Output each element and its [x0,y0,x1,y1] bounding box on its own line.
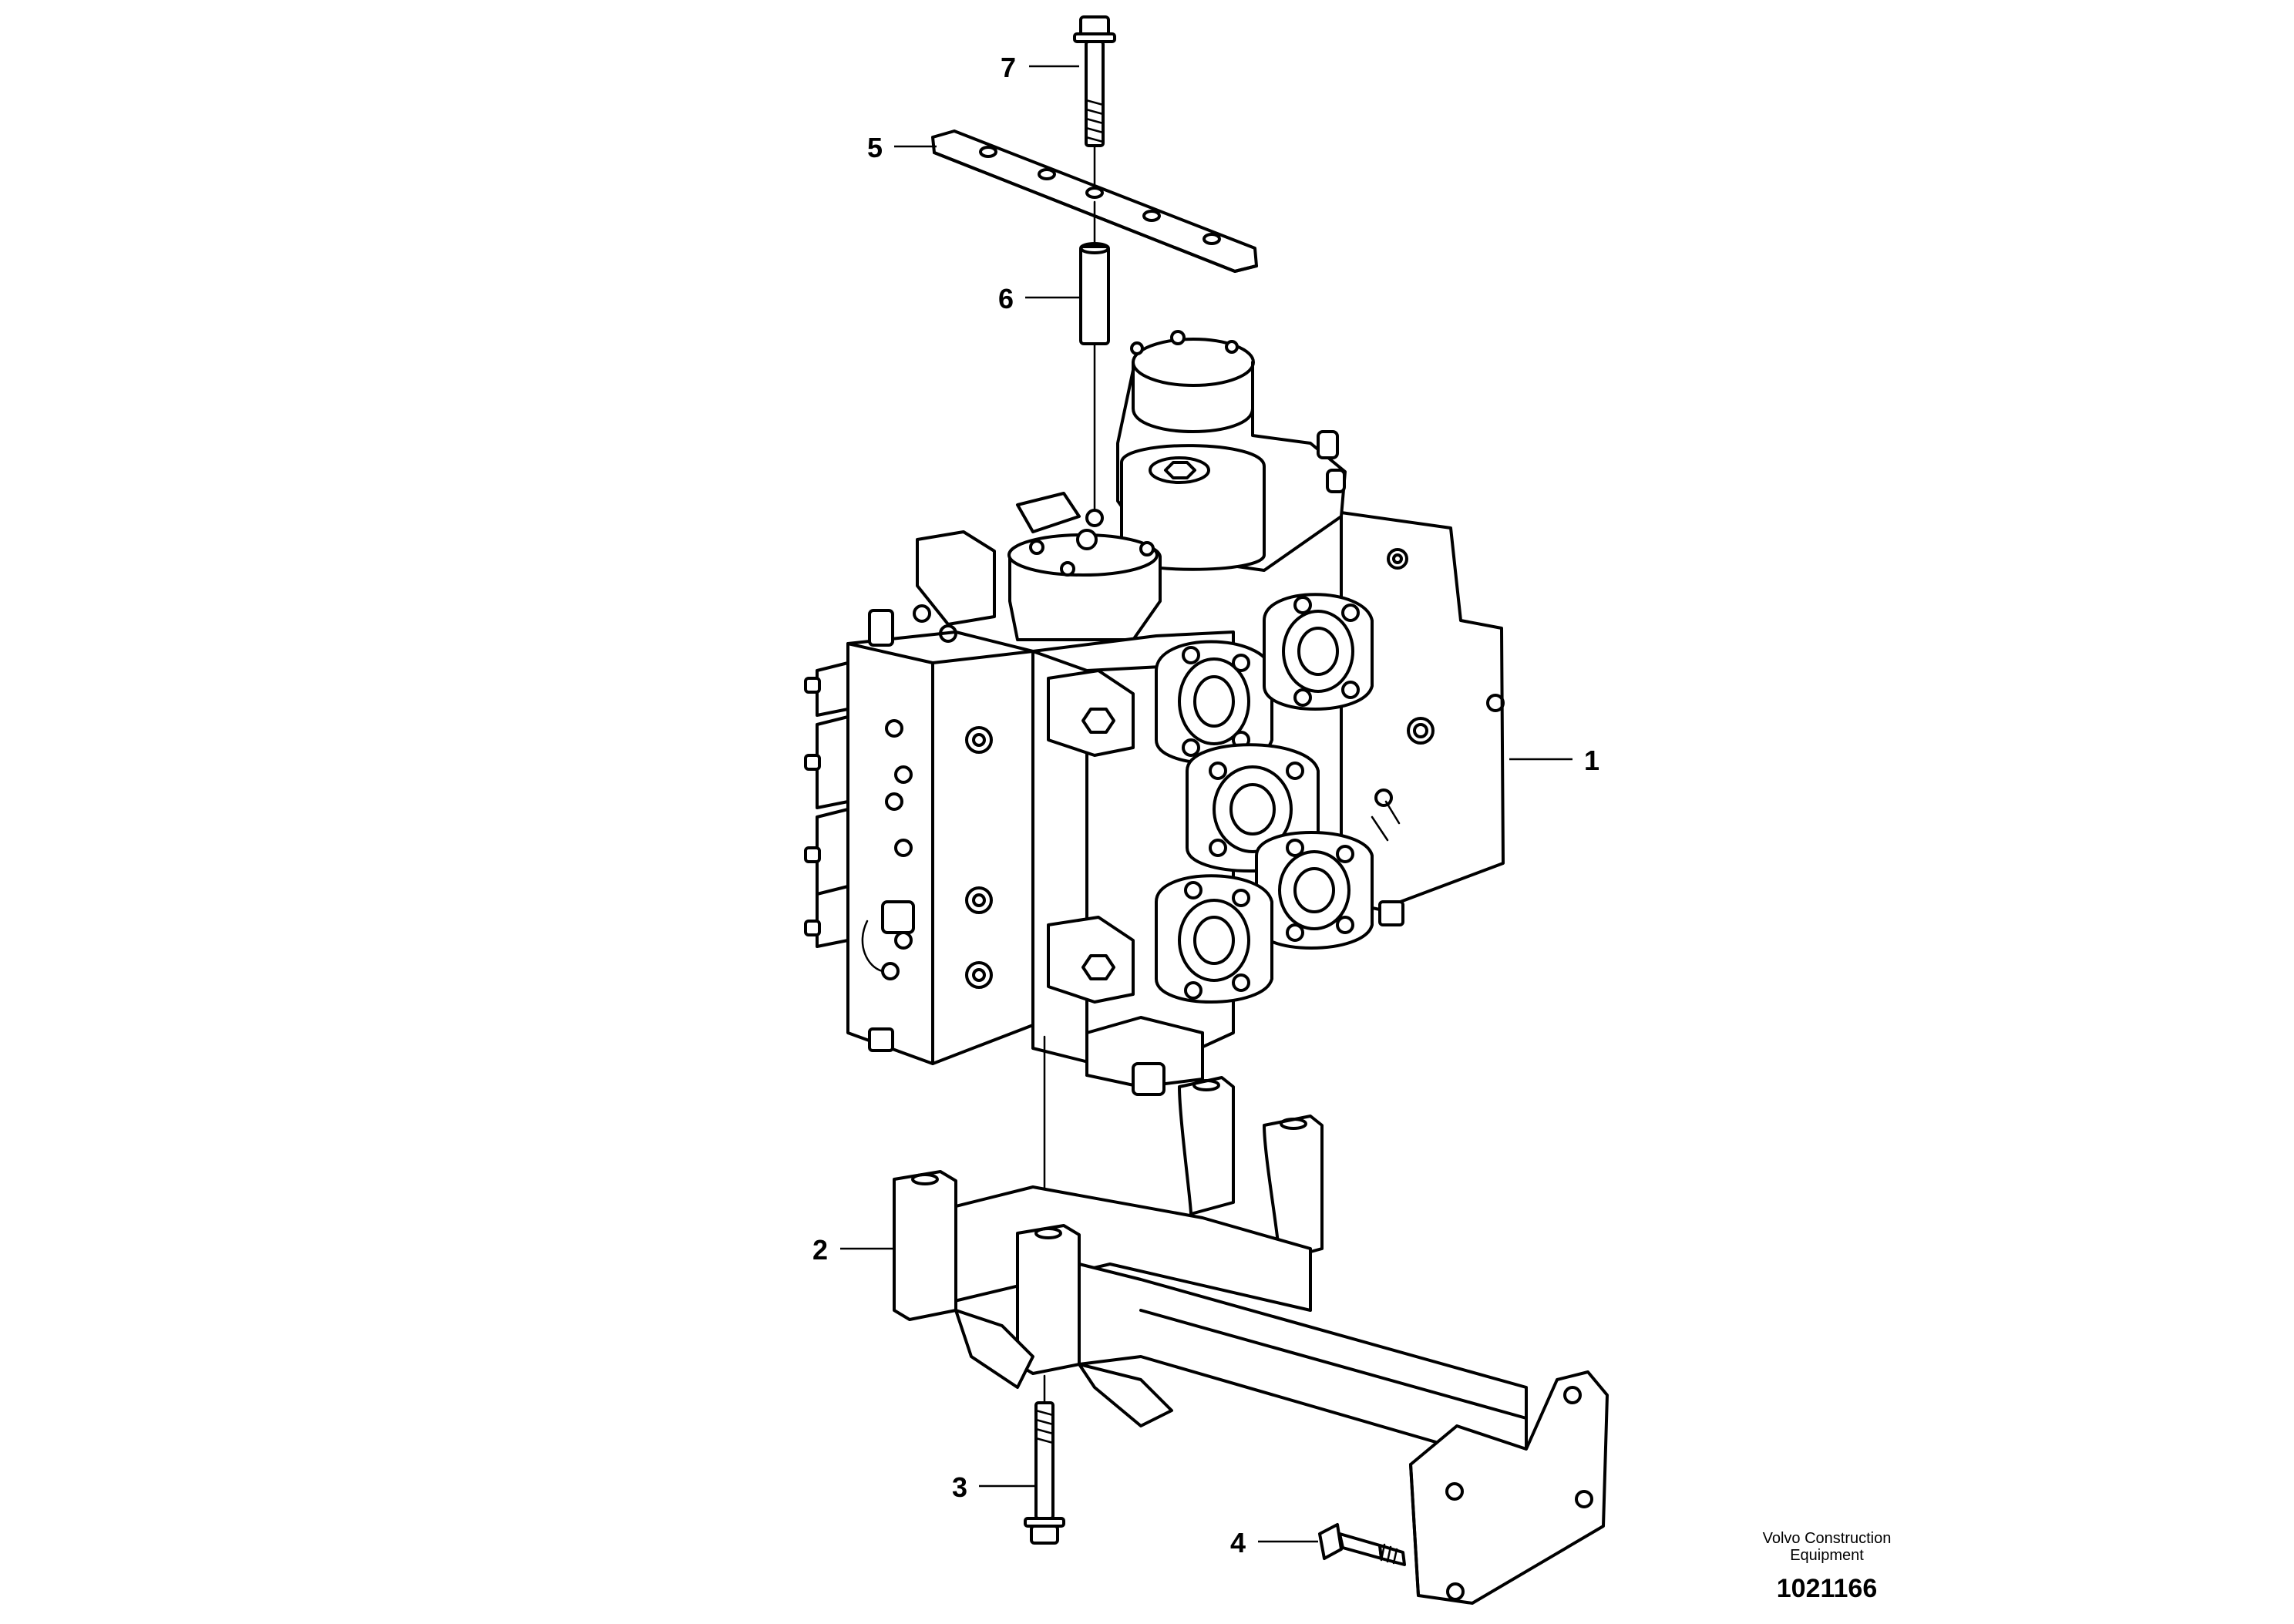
callout-6: 6 [998,283,1014,314]
callout-5: 5 [867,132,883,163]
flange-screw-bottom-part [1024,1374,1065,1545]
port-flange [1255,831,1374,950]
callout-1: 1 [1584,745,1599,776]
callout-7: 7 [1001,52,1016,83]
port-flange [1263,593,1374,711]
flange-screw-side-part [1318,1523,1406,1566]
brand-caption: Volvo Construction Equipment [1696,1530,1958,1564]
brand-line-2: Equipment [1790,1547,1864,1564]
control-valve-part [804,330,1505,1096]
callout-2: 2 [812,1234,828,1266]
flange-screw-top-part [1073,15,1116,196]
port-flange [1155,874,1273,1004]
callout-3: 3 [952,1471,967,1503]
drawing-number: 1021166 [1776,1574,1878,1603]
valve-bracket-part [893,1076,1609,1605]
spacer-sleeve-part [1079,200,1110,510]
callout-4: 4 [1230,1527,1246,1558]
brand-line-1: Volvo Construction [1762,1530,1892,1547]
